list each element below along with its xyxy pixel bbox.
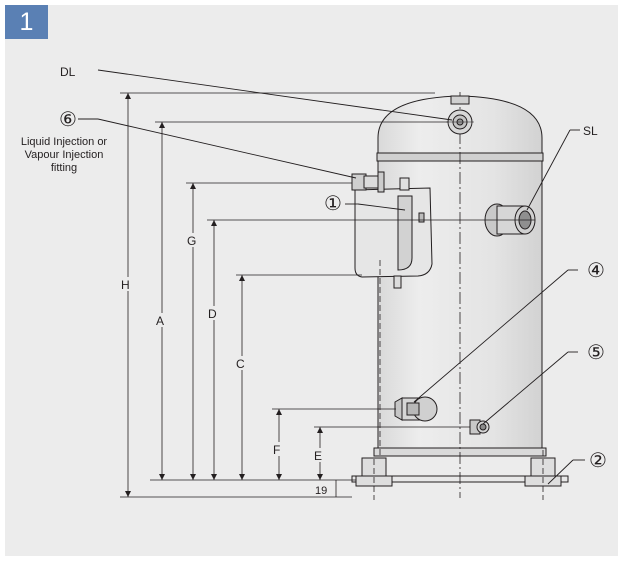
dim-label-D: D [208, 307, 217, 321]
dim-label-A: A [156, 314, 164, 328]
foot-right [524, 450, 562, 500]
dimension-labels: H A G D C F E 19 [120, 233, 327, 497]
callout-6: ⑥ [59, 109, 77, 131]
port-5-fitting [469, 419, 490, 435]
label-sl: SL [583, 124, 598, 138]
leader-lines [78, 69, 585, 485]
dim-label-E: E [314, 449, 322, 463]
callout-5: ⑤ [587, 342, 605, 364]
figure-number-badge: 1 [5, 5, 48, 39]
callout-4: ④ [587, 260, 605, 282]
dim-label-F: F [273, 443, 280, 457]
compressor-body [351, 92, 569, 498]
callout-2: ② [589, 450, 607, 472]
suction-fitting [484, 203, 536, 237]
foot-left [355, 450, 393, 500]
injection-fitting-caption-3: fitting [51, 162, 77, 174]
dimension-arrows [125, 93, 323, 497]
callout-1: ① [324, 193, 342, 215]
dimension-lines [120, 92, 535, 498]
dim-label-C: C [236, 357, 245, 371]
label-dl: DL [60, 65, 76, 79]
port-4-fitting [394, 396, 438, 422]
dim-label-H: H [121, 278, 130, 292]
injection-fitting-caption-1: Liquid Injection or [21, 136, 108, 148]
dim-label-G: G [187, 234, 196, 248]
discharge-fitting [446, 95, 474, 135]
terminal-box [354, 177, 433, 455]
injection-fitting [351, 171, 385, 193]
injection-fitting-caption-2: Vapour Injection [25, 149, 104, 161]
dim-base-value: 19 [315, 485, 327, 497]
